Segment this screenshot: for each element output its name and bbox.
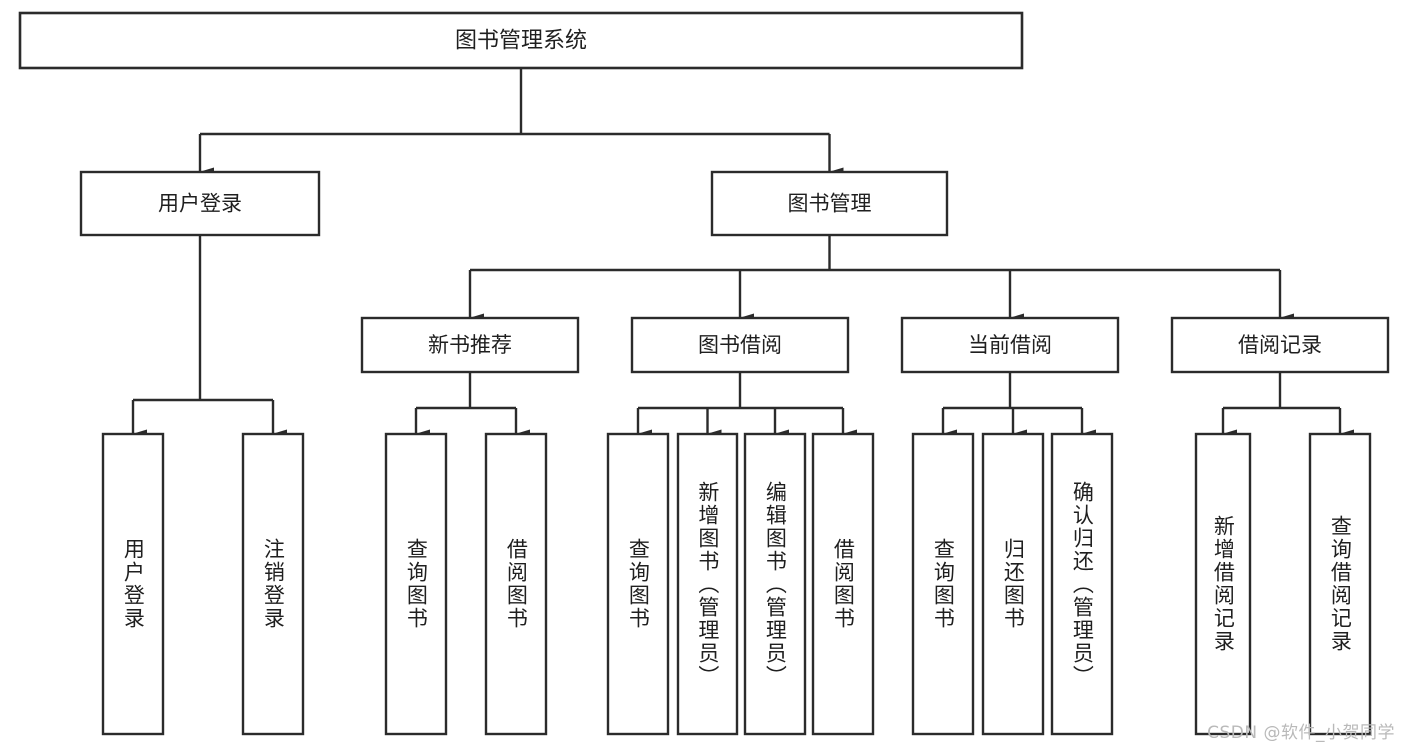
node-box-book-manage[interactable] (710, 170, 949, 237)
node-box-layer (18, 11, 1390, 736)
node-box-leaf-edit-book[interactable] (743, 432, 807, 736)
node-box-leaf-query-record[interactable] (1308, 432, 1372, 736)
node-box-leaf-confirm-return[interactable] (1050, 432, 1114, 736)
watermark-text: CSDN @软件_小贺同学 (1207, 723, 1395, 743)
node-box-current-borrow[interactable] (900, 316, 1120, 374)
node-box-leaf-query-book-3[interactable] (911, 432, 975, 736)
node-box-book-borrow[interactable] (630, 316, 850, 374)
node-label-book-manage: 图书管理 (788, 192, 872, 216)
node-box-leaf-user-login[interactable] (101, 432, 165, 736)
node-box-leaf-return-book[interactable] (981, 432, 1045, 736)
node-box-borrow-record[interactable] (1170, 316, 1390, 374)
node-label-root: 图书管理系统 (455, 29, 587, 54)
node-label-book-borrow: 图书借阅 (698, 333, 782, 357)
node-label-user-login: 用户登录 (158, 192, 242, 216)
node-box-leaf-borrow-book-2[interactable] (811, 432, 875, 736)
node-box-leaf-borrow-book-1[interactable] (484, 432, 548, 736)
connector-layer (131, 68, 1354, 439)
node-box-user-login[interactable] (79, 170, 321, 237)
node-box-leaf-add-record[interactable] (1194, 432, 1252, 736)
node-box-new-book-rec[interactable] (360, 316, 580, 374)
node-box-leaf-query-book-2[interactable] (606, 432, 670, 736)
node-box-leaf-query-book-1[interactable] (384, 432, 448, 736)
node-box-leaf-logout[interactable] (241, 432, 305, 736)
node-label-new-book-rec: 新书推荐 (428, 333, 512, 357)
node-box-leaf-add-book[interactable] (676, 432, 739, 736)
node-label-current-borrow: 当前借阅 (968, 333, 1052, 357)
node-box-root[interactable] (18, 11, 1024, 70)
node-label-borrow-record: 借阅记录 (1238, 333, 1322, 357)
